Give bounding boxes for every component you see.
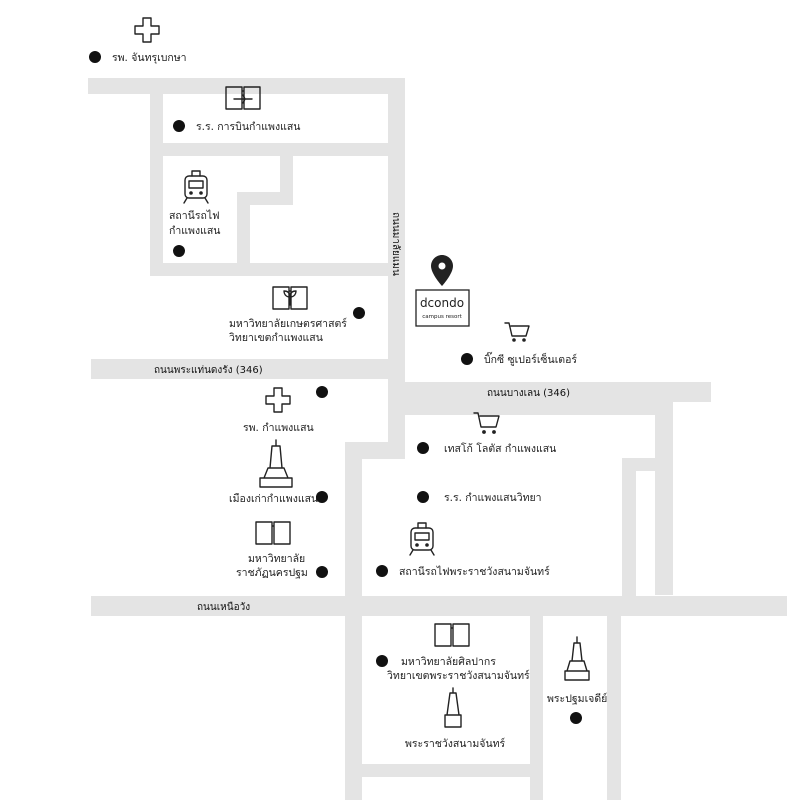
label-silpakorn-1: มหาวิทยาลัยศิลปากร: [401, 656, 496, 668]
location-dot: [376, 655, 388, 667]
road-bang-len: [388, 382, 711, 402]
book-icon: [225, 86, 261, 110]
label-old-town: เมืองเก่ากำแพงแสน: [229, 492, 318, 505]
hospital-icon: [134, 17, 160, 43]
label-kps-station-2: กำแพงแสน: [169, 225, 220, 237]
pagoda-icon: [444, 687, 462, 728]
location-dot: [461, 353, 473, 365]
location-dot: [376, 565, 388, 577]
hospital-icon: [265, 387, 291, 413]
road-label-nuea-wang: ถนนเหนือวัง: [197, 601, 250, 613]
road-phra-taen-dong-rang: [91, 359, 388, 379]
logo-sub: campus resort: [422, 314, 462, 320]
label-ku-1: มหาวิทยาลัยเกษตรศาสตร์: [229, 317, 347, 330]
label-silpakorn-2: วิทยาเขตพระราชวังสนามจันทร์: [387, 669, 530, 682]
train-icon: [183, 170, 209, 204]
road-label-phra-taen: ถนนพระแท่นดงรัง (346): [154, 365, 263, 376]
road-nuea-wang: [91, 596, 787, 616]
location-dot: [570, 712, 582, 724]
label-sanam-chan-station: สถานีรถไฟพระราชวังสนามจันทร์: [399, 565, 550, 578]
train-icon: [409, 522, 435, 556]
label-npru-2: ราชภัฏนครปฐม: [236, 567, 308, 579]
cart-icon: [473, 412, 500, 434]
location-dot: [316, 566, 328, 578]
book-icon: [272, 286, 308, 310]
pagoda-icon: [259, 439, 293, 488]
book-icon: [255, 521, 291, 545]
location-dot: [316, 491, 328, 503]
location-dot: [417, 442, 429, 454]
label-hospital-chan: รพ. จันทรุเบกษา: [112, 52, 187, 64]
road-malai-maen: [388, 78, 405, 390]
pagoda-icon: [564, 636, 590, 681]
book-icon: [434, 623, 470, 647]
location-dot: [173, 120, 185, 132]
label-ku-2: วิทยาเขตกำแพงแสน: [229, 332, 323, 344]
location-dot: [173, 245, 185, 257]
label-sanam-chan-palace: พระราชวังสนามจันทร์: [405, 737, 506, 750]
dcondo-logo: dcondo campus resort: [415, 289, 470, 327]
label-tesco: เทสโก้ โลตัส กำแพงแสน: [444, 442, 556, 455]
label-big-c: บิ๊กซี ซูเปอร์เซ็นเตอร์: [484, 351, 577, 366]
road-label-malai-maen: ถนนมาลัยแมน: [390, 212, 401, 276]
label-kps-station-1: สถานีรถไฟ: [169, 209, 220, 222]
label-aviation-school: ร.ร. การบินกำแพงแสน: [196, 121, 300, 133]
road-label-bang-len: ถนนบางเลน (346): [487, 388, 570, 399]
location-dot: [316, 386, 328, 398]
logo-main: dcondo: [420, 296, 464, 310]
label-npru-1: มหาวิทยาลัย: [248, 553, 305, 565]
location-dot: [417, 491, 429, 503]
cart-icon: [504, 322, 530, 342]
location-dot: [353, 307, 365, 319]
pin-icon: [431, 255, 453, 286]
label-hospital-kps: รพ. กำแพงแสน: [243, 422, 314, 434]
location-dot: [89, 51, 101, 63]
label-kps-school: ร.ร. กำแพงแสนวิทยา: [444, 492, 542, 504]
label-phra-pathom-chedi: พระปฐมเจดีย์: [547, 692, 607, 705]
road-network: [88, 78, 787, 800]
